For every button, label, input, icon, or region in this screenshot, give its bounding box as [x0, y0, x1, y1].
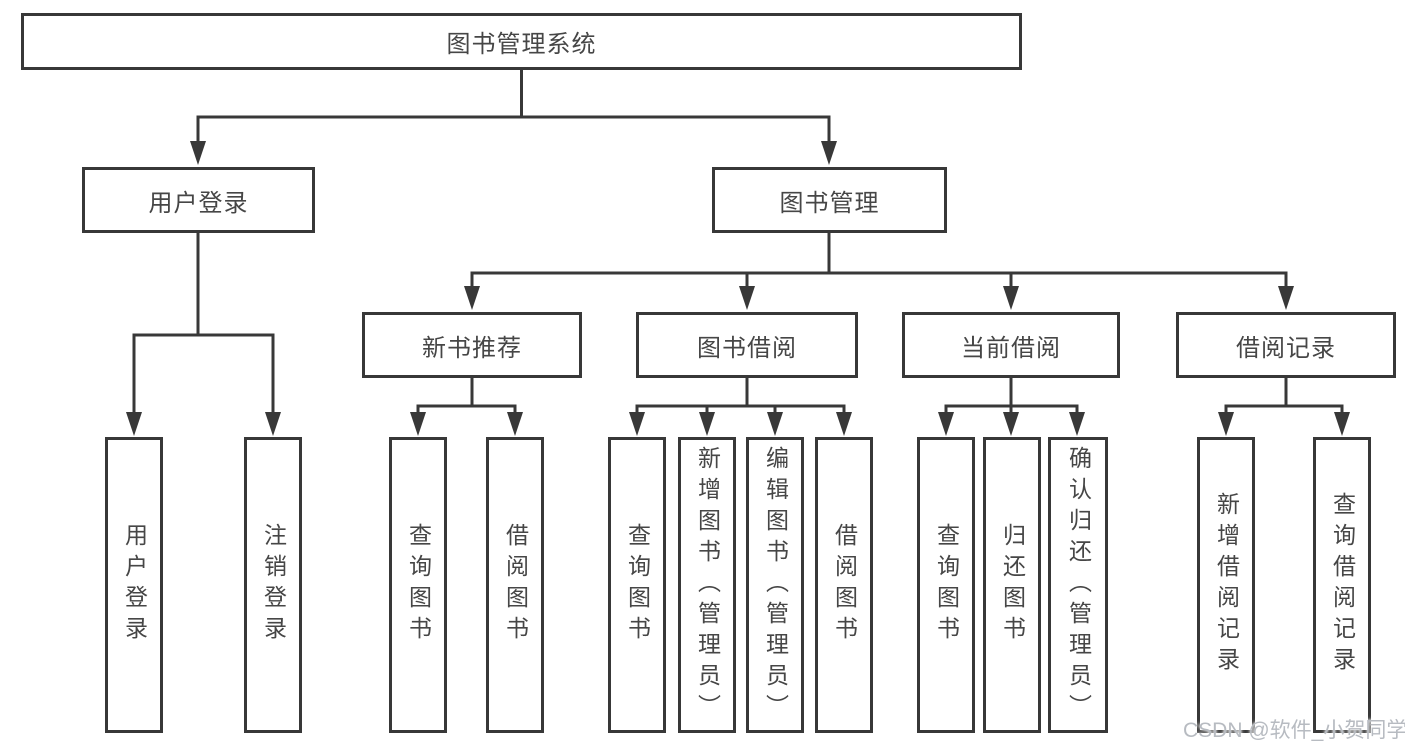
leaf-query-books-current: 查询图书 — [917, 437, 975, 733]
connector-book-management-group — [464, 233, 1294, 310]
node-library-management-system: 图书管理系统 — [21, 13, 1022, 70]
node-borrow-record: 借阅记录 — [1176, 312, 1396, 378]
node-label: 借阅记录 — [1236, 334, 1336, 362]
node-label: 新书推荐 — [422, 334, 522, 362]
connector-root-to-branches — [190, 70, 837, 165]
leaf-label: 新增图书（管理员） — [694, 445, 721, 725]
leaf-label: 查询借阅记录 — [1329, 492, 1356, 678]
connector-new-book-group — [410, 378, 523, 436]
connector-book-borrow-group — [629, 378, 852, 436]
leaf-user-login: 用户登录 — [105, 437, 163, 733]
leaf-return-book: 归还图书 — [983, 437, 1041, 733]
connector-user-login-group — [126, 233, 281, 436]
node-label: 图书管理系统 — [446, 31, 597, 58]
leaf-label: 新增借阅记录 — [1213, 492, 1240, 678]
node-book-management: 图书管理 — [712, 167, 947, 233]
leaf-label: 借阅图书 — [502, 523, 529, 647]
leaf-borrow-books-recommend: 借阅图书 — [486, 437, 544, 733]
node-label: 用户登录 — [148, 189, 249, 217]
leaf-add-borrow-record: 新增借阅记录 — [1197, 437, 1255, 733]
node-new-book-recommend: 新书推荐 — [362, 312, 582, 378]
csdn-watermark: CSDN @软件_小贺同学 — [1183, 719, 1405, 742]
leaf-label: 查询图书 — [624, 523, 651, 647]
leaf-label: 查询图书 — [933, 523, 960, 647]
node-label: 当前借阅 — [961, 334, 1061, 362]
node-book-borrow: 图书借阅 — [636, 312, 858, 378]
node-label: 图书管理 — [779, 189, 880, 217]
leaf-label: 注销登录 — [260, 523, 287, 647]
leaf-query-books-borrow: 查询图书 — [608, 437, 666, 733]
leaf-borrow-books: 借阅图书 — [815, 437, 873, 733]
leaf-confirm-return-admin: 确认归还（管理员） — [1048, 437, 1108, 733]
leaf-label: 借阅图书 — [831, 523, 858, 647]
leaf-add-book-admin: 新增图书（管理员） — [678, 437, 736, 733]
leaf-label: 归还图书 — [999, 523, 1026, 647]
leaf-query-borrow-record: 查询借阅记录 — [1313, 437, 1371, 733]
leaf-query-books-recommend: 查询图书 — [389, 437, 447, 733]
connector-borrow-record-group — [1218, 378, 1350, 436]
leaf-label: 编辑图书（管理员） — [762, 445, 789, 725]
leaf-logout: 注销登录 — [244, 437, 302, 733]
node-user-login: 用户登录 — [82, 167, 315, 233]
connector-current-borrow-group — [938, 378, 1085, 436]
leaf-edit-book-admin: 编辑图书（管理员） — [746, 437, 804, 733]
node-current-borrow: 当前借阅 — [902, 312, 1120, 378]
leaf-label: 确认归还（管理员） — [1065, 445, 1092, 725]
leaf-label: 查询图书 — [405, 523, 432, 647]
leaf-label: 用户登录 — [121, 523, 148, 647]
node-label: 图书借阅 — [697, 334, 797, 362]
